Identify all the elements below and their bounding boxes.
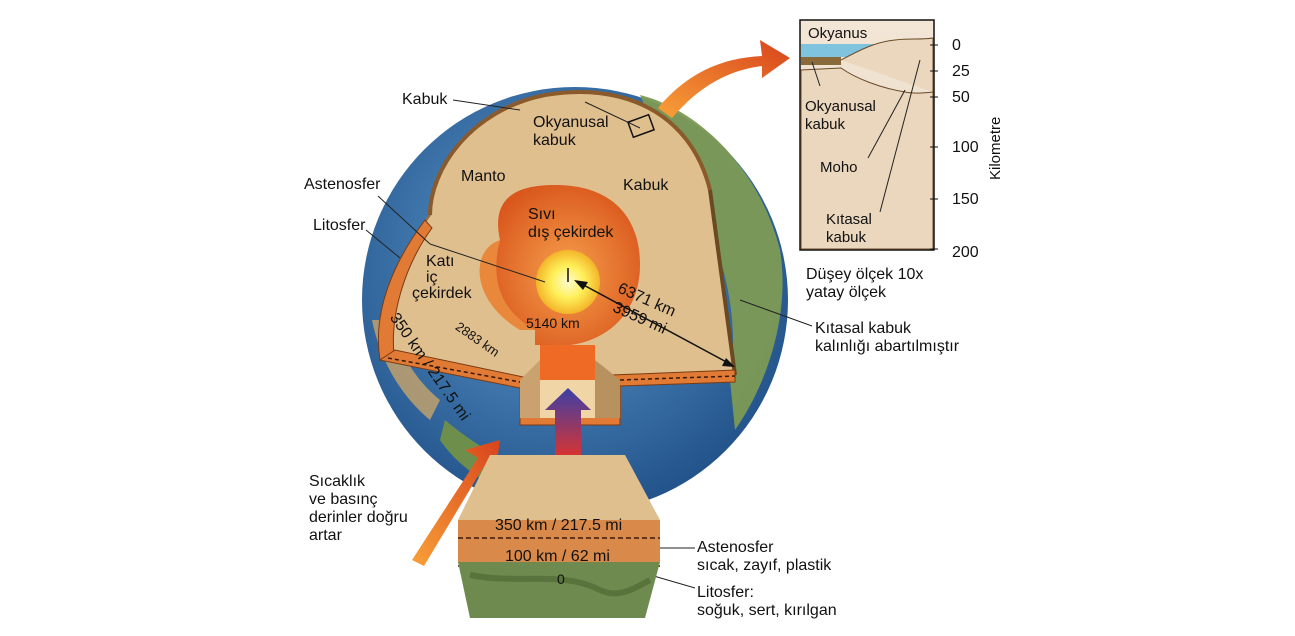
inset-tick-25: 25 <box>952 63 970 80</box>
leader-astenosfer-core <box>429 243 546 283</box>
inset-pointer-arrow <box>658 40 790 118</box>
label-kabuk-right: Kabuk <box>623 177 669 194</box>
label-block-350km: 350 km / 217.5 mi <box>495 517 623 534</box>
core-slot <box>540 345 595 380</box>
leader-okyanusal <box>584 101 641 129</box>
temperature-arrow <box>412 440 500 566</box>
inset-axis-label: Kilometre <box>987 116 1004 180</box>
inset-tick-100: 100 <box>952 139 979 156</box>
block-asthenosphere <box>458 520 660 562</box>
crust-right-edge <box>708 189 737 376</box>
label-kabuk-top: Kabuk <box>402 91 448 108</box>
radius-line <box>577 281 733 366</box>
label-block-0: 0 <box>557 571 565 587</box>
inset-tick-0: 0 <box>952 37 961 54</box>
inset-ticks <box>930 44 938 250</box>
slot-wall-left <box>520 360 540 418</box>
inset-leader-okyanusal <box>811 61 821 87</box>
label-litosfer-desc: Litosfer:soğuk, sert, kırılgan <box>697 584 837 619</box>
label-manto: Manto <box>461 168 506 185</box>
inset-ocean-crust <box>801 57 841 65</box>
outer-core-left <box>479 240 535 330</box>
inset-tick-150: 150 <box>952 191 979 208</box>
block-top <box>458 455 660 520</box>
label-litosfer: Litosfer <box>313 217 366 234</box>
lithosphere-dashes <box>387 357 736 383</box>
label-kati-ic-cekirdek: Katı iç çekirdek <box>412 253 472 302</box>
crust-edge <box>428 90 712 216</box>
continent-right <box>640 95 783 430</box>
inset-leader-kitasal <box>879 59 921 213</box>
inset-continental-crust <box>800 37 934 250</box>
label-block-100km: 100 km / 62 mi <box>505 548 610 565</box>
radius-arrowhead-in <box>574 280 588 290</box>
label-5140km: 5140 km <box>526 315 580 331</box>
inset-tick-200: 200 <box>952 244 979 261</box>
leader-kabuk-top <box>452 99 521 111</box>
detail-marker <box>626 113 656 139</box>
inset-label-okyanus: Okyanus <box>808 25 868 42</box>
radius-arrowhead-out <box>722 358 735 367</box>
slot-wall-right <box>595 360 620 418</box>
inset-leader-moho <box>867 89 906 159</box>
block-surface-texture <box>469 572 652 597</box>
leader-kitasal <box>739 299 813 327</box>
leader-litosfer <box>365 229 401 259</box>
inset-tick-50: 50 <box>952 89 970 106</box>
leader-astenosfer <box>377 195 431 245</box>
label-astenosfer: Astenosfer <box>304 176 381 193</box>
inset-label-moho: Moho <box>820 159 858 176</box>
pressure-up-arrow <box>545 388 591 460</box>
